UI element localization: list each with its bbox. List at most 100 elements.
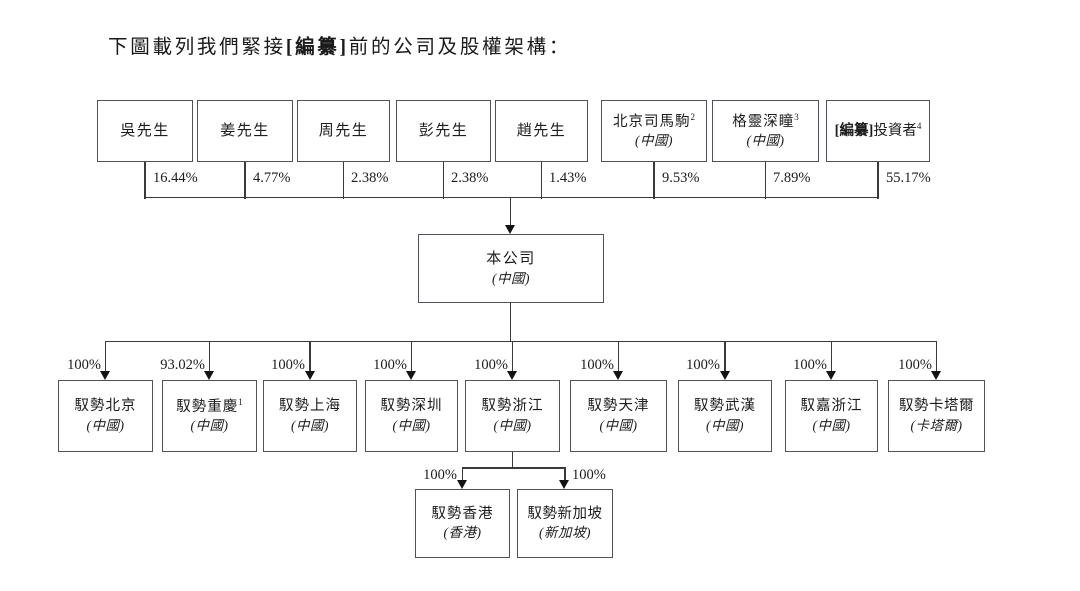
footnote-sup: 3 bbox=[794, 111, 799, 122]
connector-vline bbox=[764, 162, 767, 199]
shareholder-box-beijing-simaju: 北京司馬駒2 (中國) bbox=[601, 100, 707, 162]
connector-vline bbox=[144, 162, 146, 199]
subsidiary-percent-beijing: 100% bbox=[67, 357, 101, 373]
subsidiary-box-zhejiang: 馭勢浙江 (中國) bbox=[465, 380, 560, 452]
subsidiary-region: (新加坡) bbox=[539, 525, 591, 541]
arrowhead-down bbox=[931, 370, 941, 380]
subsidiary-name: 馭勢卡塔爾 bbox=[899, 398, 974, 415]
subsidiary-box-wuhan: 馭勢武漢 (中國) bbox=[678, 380, 772, 452]
shareholder-box-jiang: 姜先生 bbox=[197, 100, 293, 162]
connector-vline bbox=[442, 162, 445, 199]
subsidiary-region: (卡塔爾) bbox=[910, 417, 963, 433]
subsidiary-percent-shanghai: 100% bbox=[271, 357, 305, 373]
subsidiary-box-hongkong: 馭勢香港 (香港) bbox=[415, 489, 510, 558]
subsidiary-region: (中國) bbox=[392, 417, 431, 433]
subsidiary-box-tianjin: 馭勢天津 (中國) bbox=[570, 380, 667, 452]
subsidiary-percent-wuhan: 100% bbox=[686, 357, 720, 373]
company-region: (中國) bbox=[492, 270, 530, 286]
connector-hline bbox=[144, 197, 879, 199]
shareholder-region: (中國) bbox=[635, 133, 673, 149]
arrowhead-down bbox=[504, 224, 515, 234]
connector-vline bbox=[617, 341, 620, 371]
shareholder-box-investors: [編纂]投資者4 bbox=[826, 100, 930, 162]
footnote-sup: 2 bbox=[690, 111, 696, 122]
arrowhead-down bbox=[826, 370, 836, 380]
subsidiary-percent-zhejiang: 100% bbox=[474, 357, 508, 373]
ownership-percent-peng: 2.38% bbox=[451, 170, 489, 186]
subsidiary-name: 馭勢重慶 bbox=[176, 398, 239, 415]
subsidiary-box-shenzhen: 馭勢深圳 (中國) bbox=[365, 380, 458, 452]
ownership-percent-zhou: 2.38% bbox=[351, 170, 389, 186]
shareholder-name: 吳先生 bbox=[120, 122, 170, 139]
connector-vline bbox=[877, 162, 879, 199]
diagram-title: 下圖載列我們緊接[編纂]前的公司及股權架構： bbox=[108, 30, 571, 59]
subsidiary-box-singapore: 馭勢新加坡 (新加坡) bbox=[517, 489, 613, 558]
subsidiary-region: (中國) bbox=[291, 417, 329, 433]
subsidiary-box-shanghai: 馭勢上海 (中國) bbox=[263, 380, 357, 452]
connector-vline bbox=[410, 341, 413, 371]
subsidiary-box-qatar: 馭勢卡塔爾 (卡塔爾) bbox=[888, 380, 985, 452]
connector-vline bbox=[104, 341, 107, 371]
subsidiary-box-beijing: 馭勢北京 (中國) bbox=[58, 380, 153, 452]
shareholder-name: 姜先生 bbox=[220, 122, 270, 139]
subsidiary-name: 馭勢深圳 bbox=[380, 398, 443, 415]
ownership-percent-geling-shentong: 7.89% bbox=[773, 170, 811, 186]
title-text: 下圖載列我們緊接 bbox=[108, 37, 286, 58]
connector-vline bbox=[511, 452, 514, 468]
subsidiary-name: 馭勢武漢 bbox=[694, 398, 756, 415]
shareholder-name: 周先生 bbox=[318, 122, 369, 139]
shareholder-box-wu: 吳先生 bbox=[97, 100, 193, 162]
arrowhead-down bbox=[559, 479, 570, 489]
subsidiary-box-chongqing: 馭勢重慶1 (中國) bbox=[162, 380, 257, 452]
subsidiary-region: (中國) bbox=[599, 417, 638, 433]
arrowhead-down bbox=[204, 370, 214, 380]
footnote-sup: 4 bbox=[916, 121, 922, 132]
shareholder-box-zhou: 周先生 bbox=[297, 100, 390, 162]
subsidiary-region: (中國) bbox=[706, 417, 744, 433]
ownership-percent-zhao: 1.43% bbox=[549, 170, 587, 186]
subsidiary-percent-singapore: 100% bbox=[572, 467, 606, 483]
subsidiary-region: (中國) bbox=[812, 417, 851, 433]
arrowhead-down bbox=[719, 370, 730, 380]
subsidiary-percent-shenzhen: 100% bbox=[373, 357, 407, 373]
connector-vline bbox=[511, 341, 514, 371]
arrowhead-down bbox=[613, 370, 623, 380]
title-text: 前的公司及股權架構： bbox=[348, 37, 572, 58]
shareholder-name: 北京司馬駒 bbox=[613, 113, 691, 130]
arrowhead-down bbox=[406, 370, 416, 380]
shareholder-box-geling-shentong: 格靈深瞳3 (中國) bbox=[712, 100, 819, 162]
connector-hline bbox=[104, 340, 937, 342]
connector-vline bbox=[935, 341, 938, 371]
arrowhead-down bbox=[100, 370, 110, 380]
subsidiary-region: (中國) bbox=[190, 418, 229, 434]
title-bracket-bold: [編纂] bbox=[285, 37, 349, 58]
subsidiary-region: (中國) bbox=[493, 417, 532, 433]
connector-vline bbox=[208, 341, 211, 371]
subsidiary-percent-chongqing: 93.02% bbox=[160, 357, 205, 373]
connector-vline bbox=[510, 303, 512, 341]
company-name: 本公司 bbox=[486, 250, 536, 267]
connector-vline bbox=[653, 162, 655, 199]
shareholder-box-peng: 彭先生 bbox=[396, 100, 491, 162]
ownership-percent-beijing-simaju: 9.53% bbox=[662, 170, 700, 186]
connector-vline bbox=[564, 468, 566, 481]
subsidiary-name: 馭勢上海 bbox=[279, 398, 341, 415]
shareholder-name: 彭先生 bbox=[418, 122, 469, 139]
shareholder-name: 投資者 bbox=[873, 123, 917, 140]
connector-vline bbox=[724, 341, 726, 371]
ownership-percent-jiang: 4.77% bbox=[253, 170, 291, 186]
connector-vline bbox=[461, 468, 464, 481]
subsidiary-box-yujia-zhejiang: 馭嘉浙江 (中國) bbox=[785, 380, 878, 452]
subsidiary-name: 馭嘉浙江 bbox=[800, 398, 863, 415]
arrowhead-down bbox=[507, 370, 517, 380]
connector-vline bbox=[244, 162, 246, 199]
subsidiary-percent-yujia-zhejiang: 100% bbox=[793, 357, 827, 373]
subsidiary-region: (香港) bbox=[443, 525, 482, 541]
connector-vline bbox=[309, 341, 311, 371]
subsidiary-name: 馭勢新加坡 bbox=[527, 505, 603, 522]
arrowhead-down bbox=[457, 479, 467, 489]
subsidiary-name: 馭勢香港 bbox=[431, 505, 494, 522]
shareholder-region: (中國) bbox=[746, 133, 785, 149]
connector-vline bbox=[830, 341, 833, 371]
